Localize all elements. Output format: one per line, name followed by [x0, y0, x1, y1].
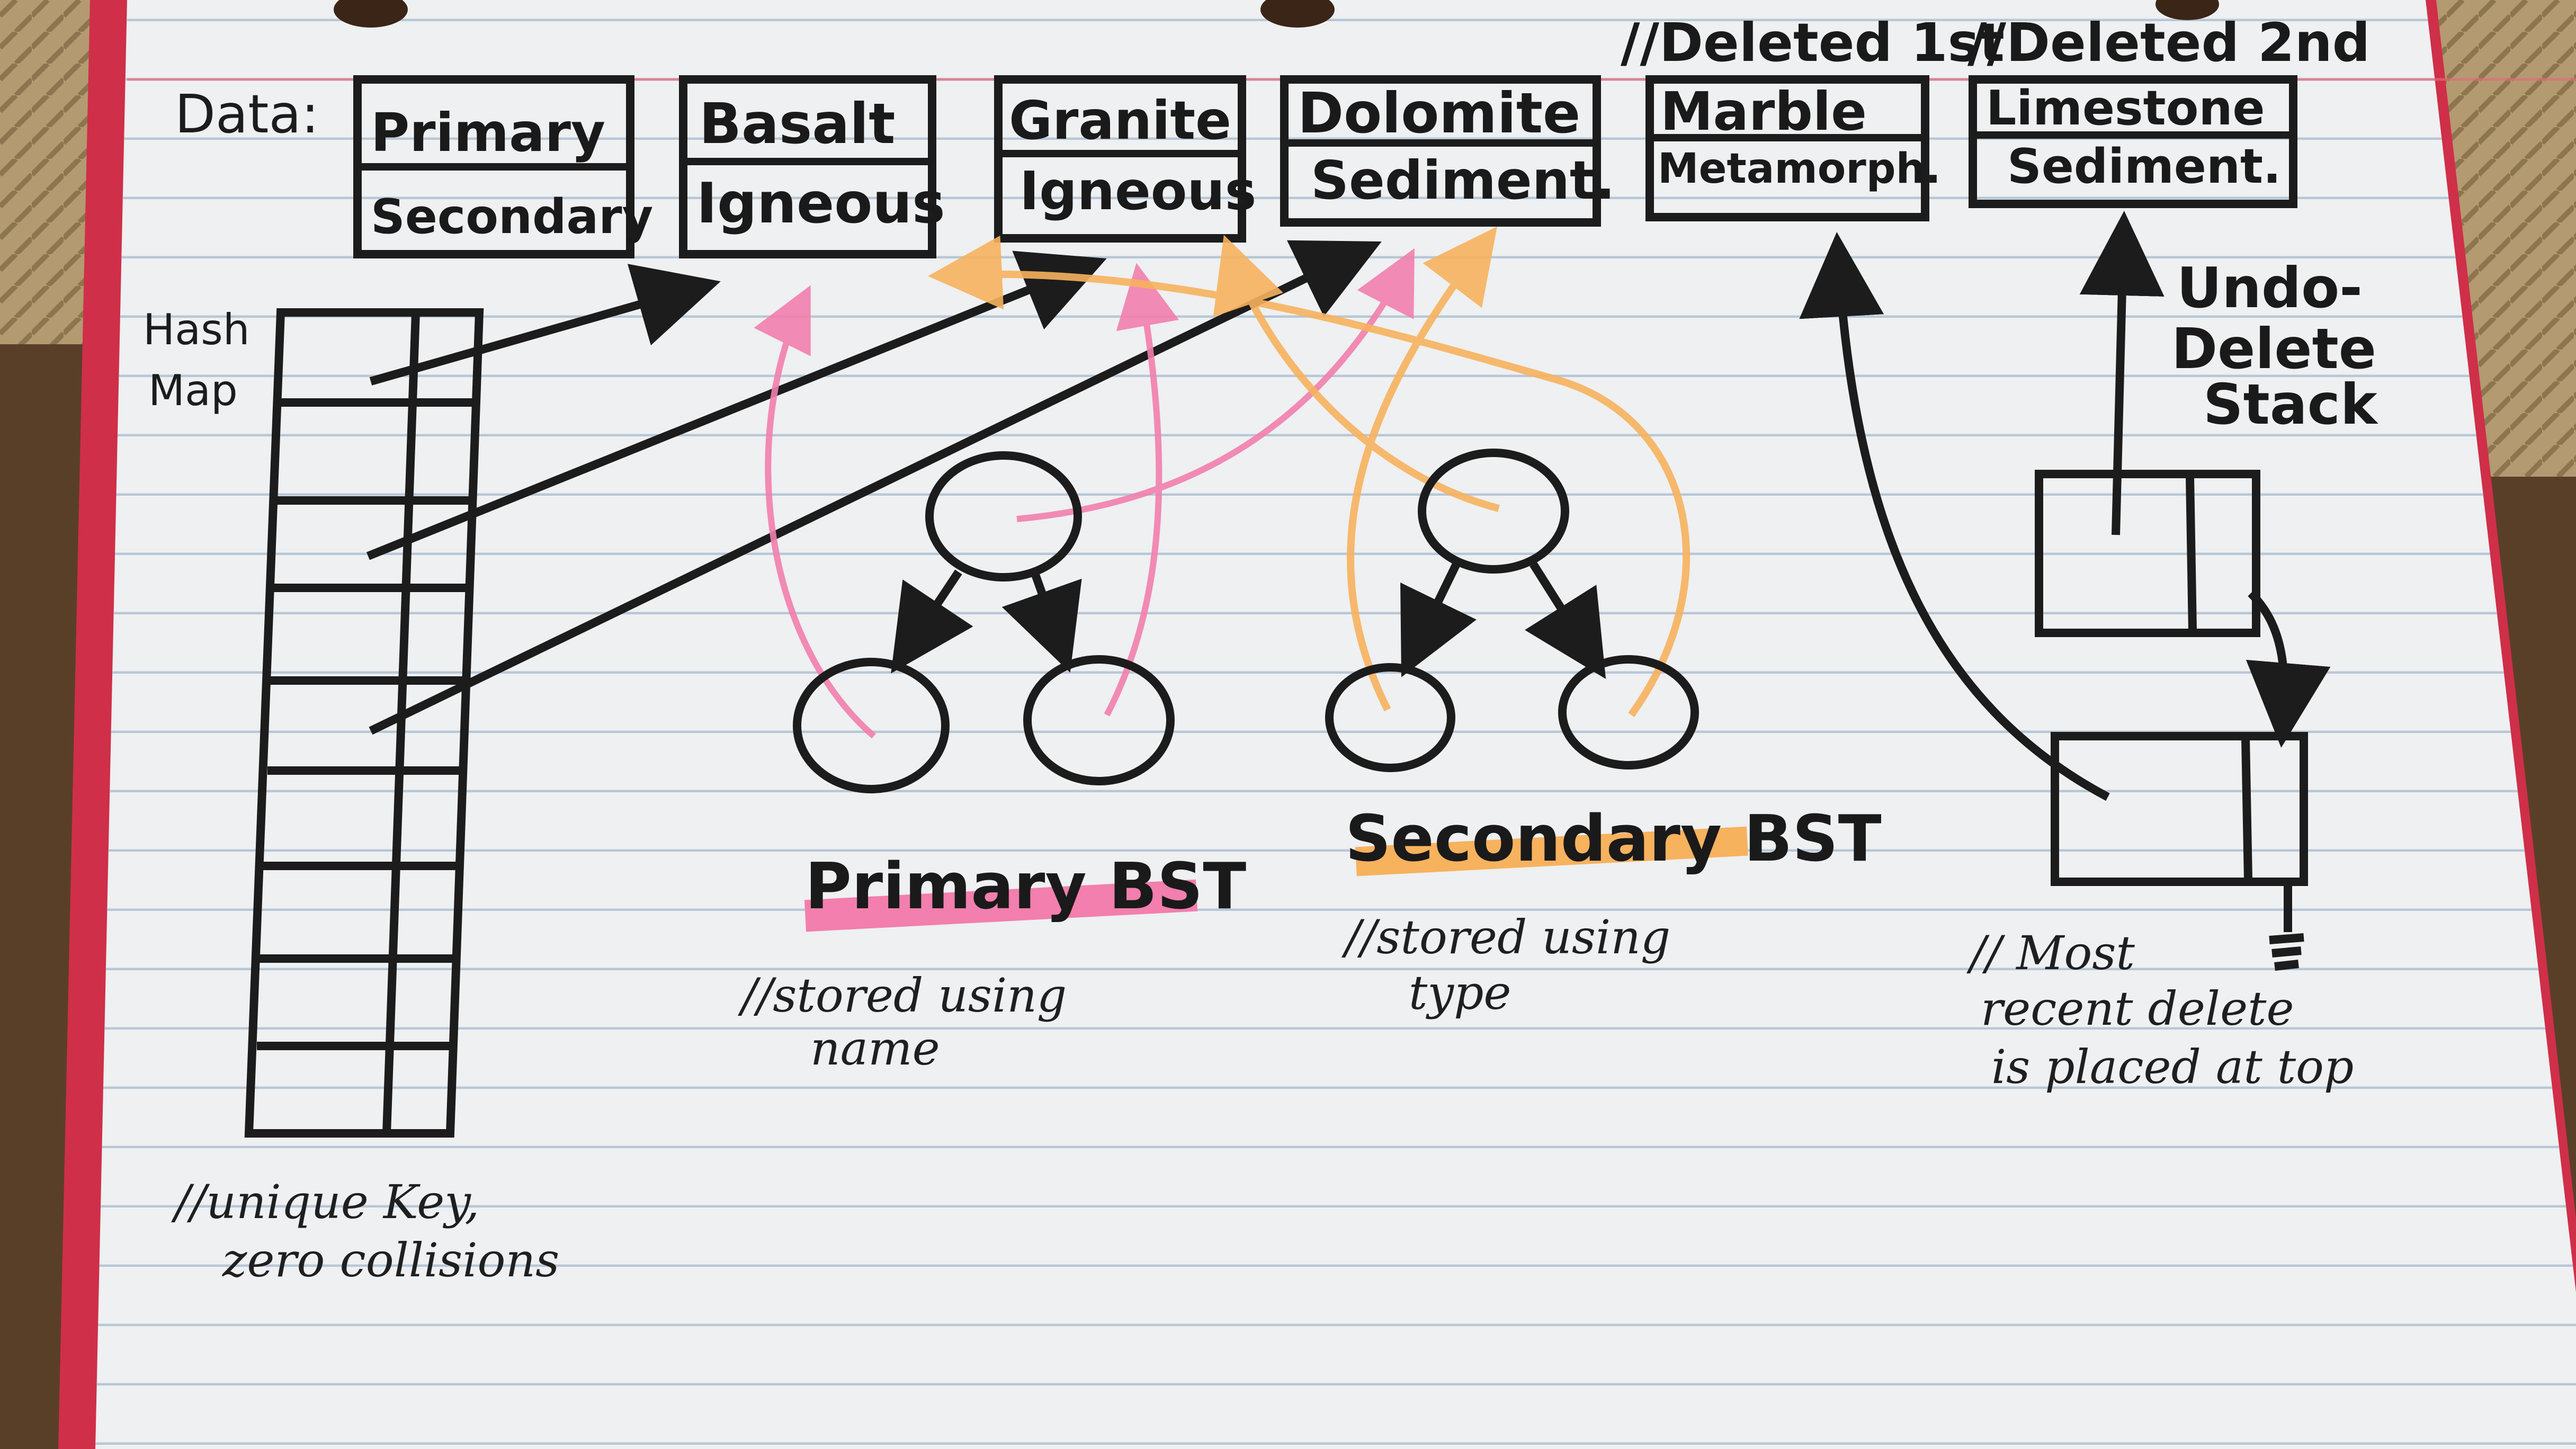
record-primary: Marble — [1660, 80, 1867, 142]
record-secondary: Sediment. — [2007, 139, 2281, 194]
record-box-granite: Granite Igneous — [994, 75, 1256, 243]
record-primary: Basalt — [699, 92, 895, 156]
record-secondary: Igneous — [696, 171, 945, 236]
hash-map-note: zero collisions — [222, 1233, 559, 1287]
hash-map-table — [244, 308, 484, 1138]
stack-note: is placed at top — [1991, 1040, 2354, 1094]
notebook-paper — [58, 0, 2576, 1449]
record-box-marble: Marble Metamorph. — [1645, 75, 1941, 221]
primary-bst-note: name — [810, 1021, 940, 1076]
record-box-limestone: Limestone Sediment. — [1969, 75, 2297, 208]
secondary-bst-pointer-arcs — [928, 226, 1690, 718]
deleted-second-label: //Deleted 2nd — [1967, 12, 2370, 74]
svg-text:Stack: Stack — [2203, 372, 2378, 437]
primary-bst-note: //stored using — [738, 968, 1067, 1023]
undo-stack-title: Undo- Delete Stack — [2171, 256, 2378, 437]
record-box-basalt: Basalt Igneous — [679, 75, 945, 258]
record-secondary: Sediment. — [1311, 149, 1615, 211]
hash-map-note: //unique Key, — [171, 1175, 479, 1229]
secondary-bst-label: Secondary BST — [1345, 802, 1882, 876]
hash-map-label: Map — [148, 366, 238, 415]
hash-map-label: Hash — [143, 305, 250, 354]
record-secondary: Metamorph. — [1658, 145, 1941, 193]
record-primary: Dolomite — [1298, 81, 1580, 146]
record-primary: Granite — [1009, 90, 1231, 151]
secondary-bst — [1325, 449, 1699, 772]
record-secondary: Igneous — [1019, 160, 1256, 222]
secondary-bst-note: type — [1409, 965, 1511, 1020]
primary-bst — [793, 451, 1175, 793]
record-primary: Primary — [371, 102, 605, 164]
hash-pointer-arrows — [366, 240, 1382, 735]
record-secondary: Secondary — [371, 189, 653, 245]
undo-stack-nodes — [1799, 211, 2331, 971]
secondary-bst-note: //stored using — [1341, 910, 1670, 964]
record-primary: Limestone — [1986, 80, 2265, 136]
svg-text:Undo-: Undo- — [2177, 256, 2363, 320]
record-box-dolomite: Dolomite Sediment. — [1280, 75, 1615, 227]
record-box-header: Primary Secondary — [353, 75, 653, 258]
secondary-bst-underline — [1355, 826, 1748, 876]
stack-note: recent delete — [1981, 981, 2294, 1036]
stack-note: // Most — [1966, 926, 2135, 980]
data-label: Data: — [175, 83, 319, 145]
primary-bst-underline — [804, 879, 1198, 932]
primary-bst-label: Primary BST — [805, 850, 1246, 924]
svg-text:Delete: Delete — [2171, 317, 2376, 381]
deleted-first-label: //Deleted 1st — [1621, 12, 2005, 74]
